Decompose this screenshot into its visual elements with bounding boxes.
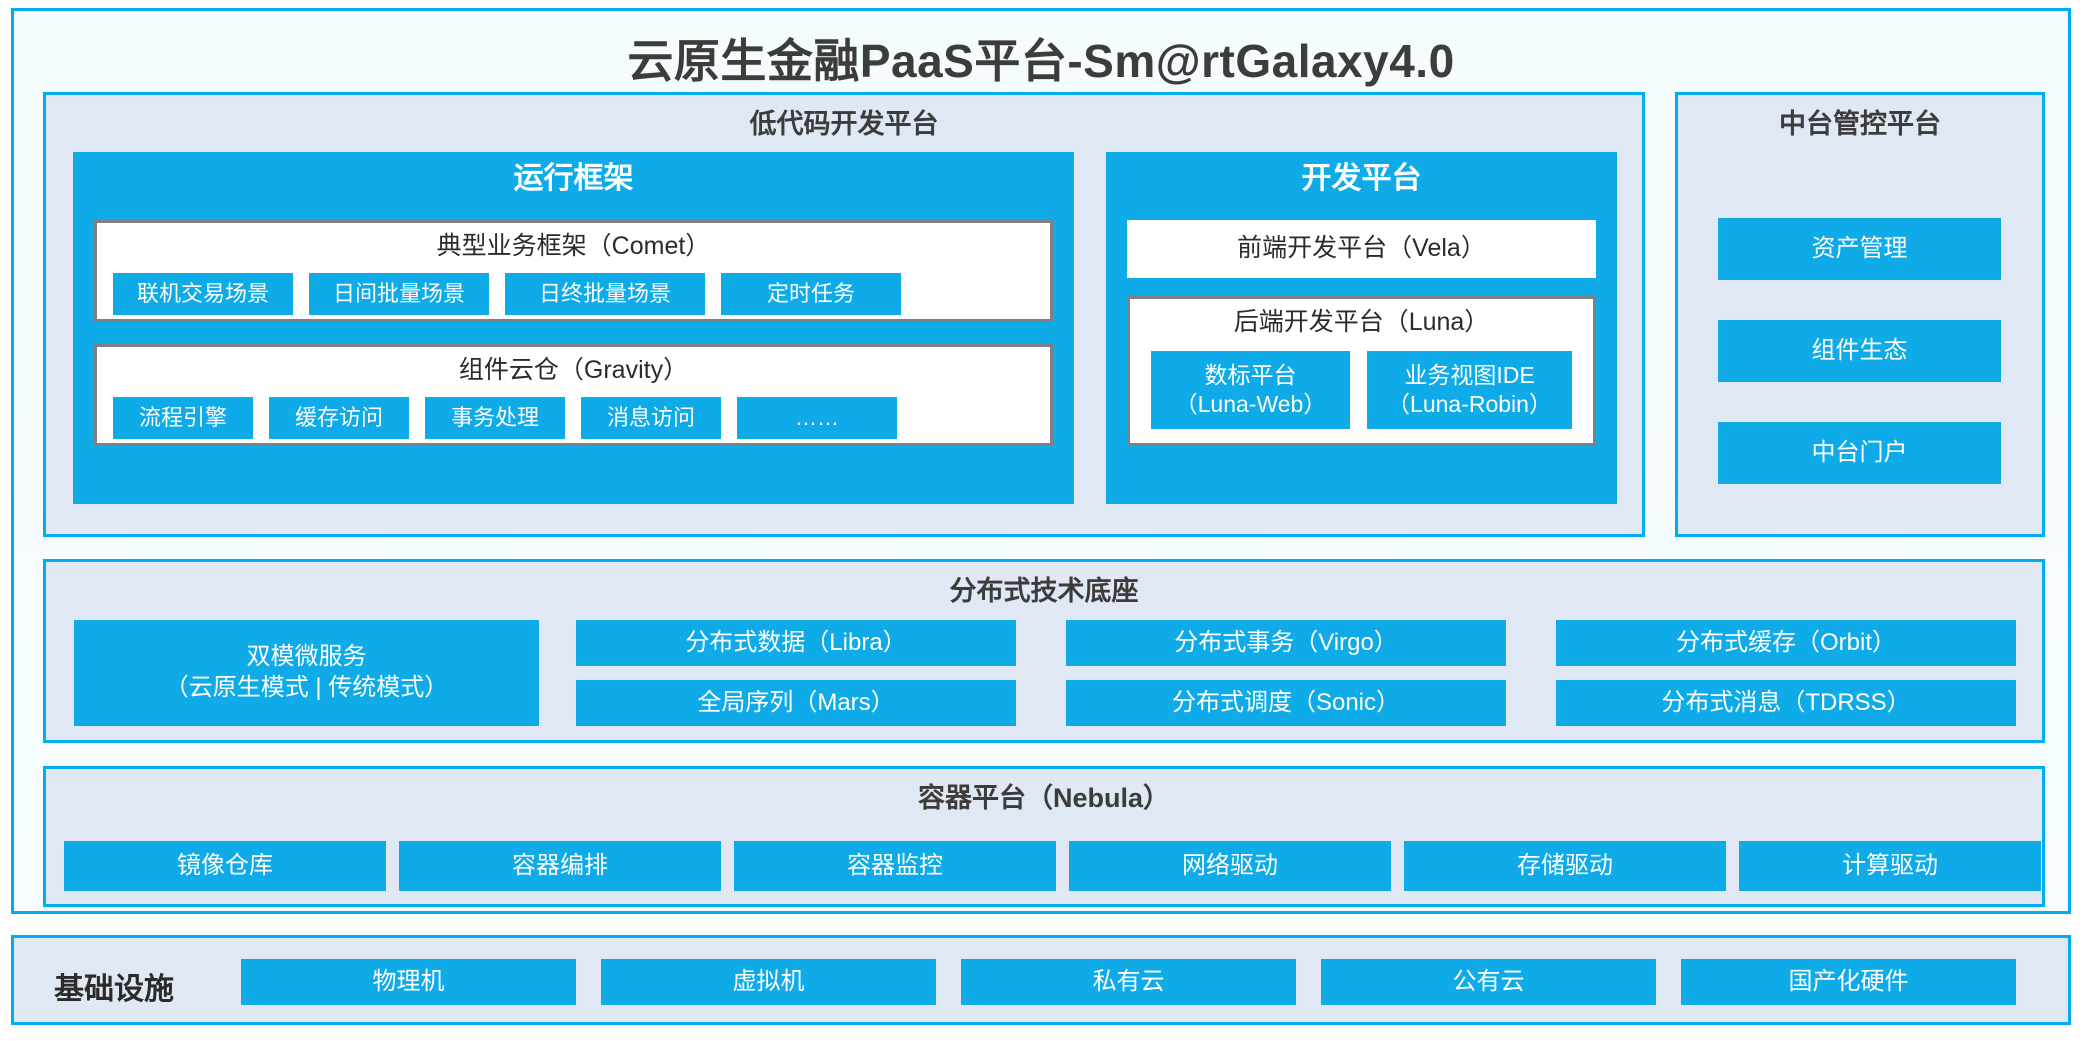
panel-container-platform: 容器平台（Nebula） 镜像仓库 容器编排 容器监控 网络驱动 存储驱动 计算… — [43, 766, 2045, 907]
box-gravity: 组件云仓（Gravity） 流程引擎 缓存访问 事务处理 消息访问 …… — [94, 344, 1053, 446]
box-backend-dev: 后端开发平台（Luna） 数标平台 （Luna-Web） 业务视图IDE （Lu… — [1127, 296, 1596, 446]
chip-comet-0[interactable]: 联机交易场景 — [113, 273, 293, 315]
chip-techbase-col1-row1[interactable]: 分布式调度（Sonic） — [1066, 680, 1506, 726]
chip-gravity-1[interactable]: 缓存访问 — [269, 397, 409, 439]
box-frontend-dev: 前端开发平台（Vela） — [1127, 220, 1596, 278]
block-runtime-framework-title: 运行框架 — [513, 162, 634, 195]
panel-mid-platform: 中台管控平台 资产管理 组件生态 中台门户 — [1675, 92, 2045, 537]
box-frontend-dev-title: 前端开发平台（Vela） — [1237, 234, 1486, 262]
box-comet: 典型业务框架（Comet） 联机交易场景 日间批量场景 日终批量场景 定时任务 — [94, 220, 1053, 322]
chip-gravity-0[interactable]: 流程引擎 — [113, 397, 253, 439]
panel-container-platform-title: 容器平台（Nebula） — [917, 783, 1171, 813]
chip-gravity-4[interactable]: …… — [737, 397, 897, 439]
chip-comet-1[interactable]: 日间批量场景 — [309, 273, 489, 315]
chip-container-1[interactable]: 容器编排 — [399, 841, 721, 891]
chip-infrastructure-0[interactable]: 物理机 — [241, 959, 576, 1005]
page-title: 云原生金融PaaS平台-Sm@rtGalaxy4.0 — [627, 35, 1455, 87]
chip-infrastructure-1[interactable]: 虚拟机 — [601, 959, 936, 1005]
box-backend-dev-title: 后端开发平台（Luna） — [1233, 308, 1490, 336]
chip-container-5[interactable]: 计算驱动 — [1739, 841, 2041, 891]
chip-comet-3[interactable]: 定时任务 — [721, 273, 901, 315]
box-gravity-title: 组件云仓（Gravity） — [458, 356, 689, 384]
chip-infrastructure-2[interactable]: 私有云 — [961, 959, 1296, 1005]
box-comet-title: 典型业务框架（Comet） — [436, 232, 711, 260]
chip-container-4[interactable]: 存储驱动 — [1404, 841, 1726, 891]
panel-lowcode-title: 低代码开发平台 — [749, 109, 939, 139]
panel-infrastructure: 基础设施 物理机 虚拟机 私有云 公有云 国产化硬件 — [11, 935, 2071, 1025]
chip-infrastructure-4[interactable]: 国产化硬件 — [1681, 959, 2016, 1005]
chip-techbase-col0-row0[interactable]: 分布式数据（Libra） — [576, 620, 1016, 666]
panel-tech-base: 分布式技术底座 双模微服务 （云原生模式 | 传统模式） 分布式数据（Libra… — [43, 559, 2045, 743]
panel-lowcode-platform: 低代码开发平台 运行框架 典型业务框架（Comet） 联机交易场景 日间批量场景… — [43, 92, 1645, 537]
block-dev-platform: 开发平台 前端开发平台（Vela） 后端开发平台（Luna） 数标平台 （Lun… — [1106, 152, 1617, 504]
chip-gravity-2[interactable]: 事务处理 — [425, 397, 565, 439]
chip-techbase-col0-row1[interactable]: 全局序列（Mars） — [576, 680, 1016, 726]
block-dev-platform-title: 开发平台 — [1301, 162, 1422, 195]
chip-infrastructure-3[interactable]: 公有云 — [1321, 959, 1656, 1005]
platform-outer-frame: 云原生金融PaaS平台-Sm@rtGalaxy4.0 低代码开发平台 运行框架 … — [11, 8, 2071, 914]
chip-techbase-col2-row1[interactable]: 分布式消息（TDRSS） — [1556, 680, 2016, 726]
panel-mid-platform-title: 中台管控平台 — [1779, 109, 1941, 139]
block-runtime-framework: 运行框架 典型业务框架（Comet） 联机交易场景 日间批量场景 日终批量场景 … — [73, 152, 1074, 504]
chip-techbase-col1-row0[interactable]: 分布式事务（Virgo） — [1066, 620, 1506, 666]
chip-comet-2[interactable]: 日终批量场景 — [505, 273, 705, 315]
chip-container-0[interactable]: 镜像仓库 — [64, 841, 386, 891]
chip-gravity-3[interactable]: 消息访问 — [581, 397, 721, 439]
chip-container-3[interactable]: 网络驱动 — [1069, 841, 1391, 891]
chip-luna-robin[interactable]: 业务视图IDE （Luna-Robin） — [1367, 351, 1572, 429]
panel-tech-base-title: 分布式技术底座 — [949, 576, 1139, 606]
chip-midplatform-1[interactable]: 组件生态 — [1718, 320, 2001, 382]
chip-luna-web[interactable]: 数标平台 （Luna-Web） — [1151, 351, 1350, 429]
chip-techbase-col2-row0[interactable]: 分布式缓存（Orbit） — [1556, 620, 2016, 666]
chip-container-2[interactable]: 容器监控 — [734, 841, 1056, 891]
chip-dual-mode-microservice[interactable]: 双模微服务 （云原生模式 | 传统模式） — [74, 620, 539, 726]
chip-midplatform-2[interactable]: 中台门户 — [1718, 422, 2001, 484]
infrastructure-label: 基础设施 — [54, 973, 174, 1006]
chip-midplatform-0[interactable]: 资产管理 — [1718, 218, 2001, 280]
